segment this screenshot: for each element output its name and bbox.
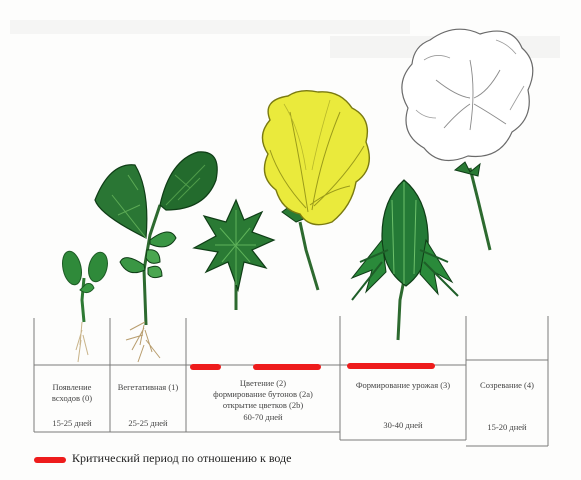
stage-4-name: Созревание (4) [468, 380, 546, 391]
legend-label: Критический период по отношению к воде [72, 451, 292, 466]
stage-1-duration: 25-25 дней [112, 418, 184, 429]
stage-3-duration: 30-40 дней [342, 420, 464, 431]
stage-4-duration: 15-20 дней [468, 422, 546, 433]
stage-1-name: Вегетативная (1) [112, 382, 184, 393]
stage-2-name: Цветение (2) формирование бутонов (2a) о… [188, 378, 338, 411]
stage-0-name: Появление всходов (0) [36, 382, 108, 404]
legend-swatch [34, 457, 66, 463]
stage-3-name: Формирование урожая (3) [342, 380, 464, 391]
stage-2-duration: 60-70 дней [188, 412, 338, 423]
stage-0-duration: 15-25 дней [36, 418, 108, 429]
